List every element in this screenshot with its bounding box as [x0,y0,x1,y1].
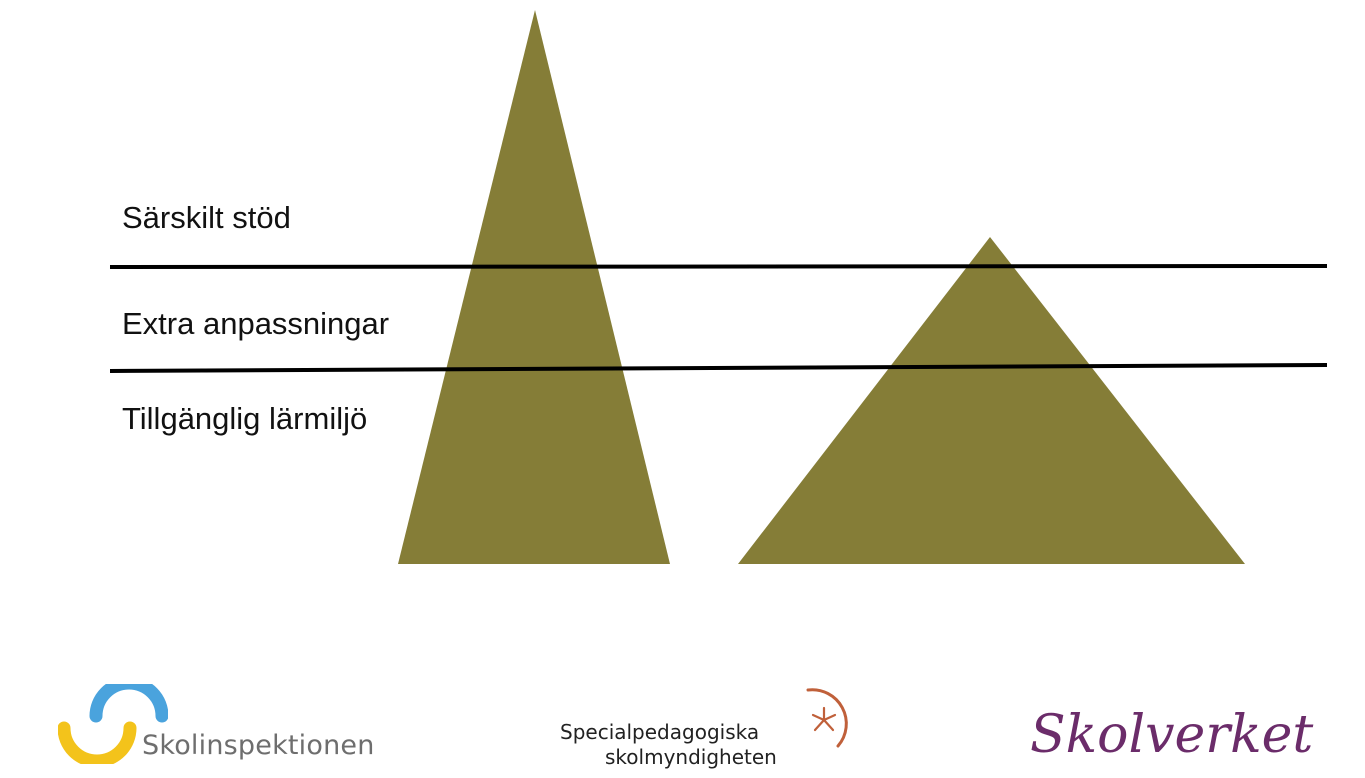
spsm-logo-text-line2: skolmyndigheten [605,745,777,769]
level-label-tillganglig-larmiljo: Tillgänglig lärmiljö [122,401,368,436]
skolverket-logo-text: Skolverket [1030,705,1314,765]
spsm-star-arc-icon [806,688,848,748]
lower-divider-line [109,363,1328,373]
upper-divider-line [109,264,1328,269]
tall-narrow-pyramid [398,10,670,564]
level-label-extra-anpassningar: Extra anpassningar [122,306,390,341]
wide-low-pyramid [738,237,1245,564]
spsm-logo-text-line1: Specialpedagogiska [560,720,760,744]
level-label-sarskilt-stod: Särskilt stöd [122,200,291,235]
skolinspektionen-logo-text: Skolinspektionen [142,730,375,761]
skolinspektionen-swirl-icon [58,684,168,764]
